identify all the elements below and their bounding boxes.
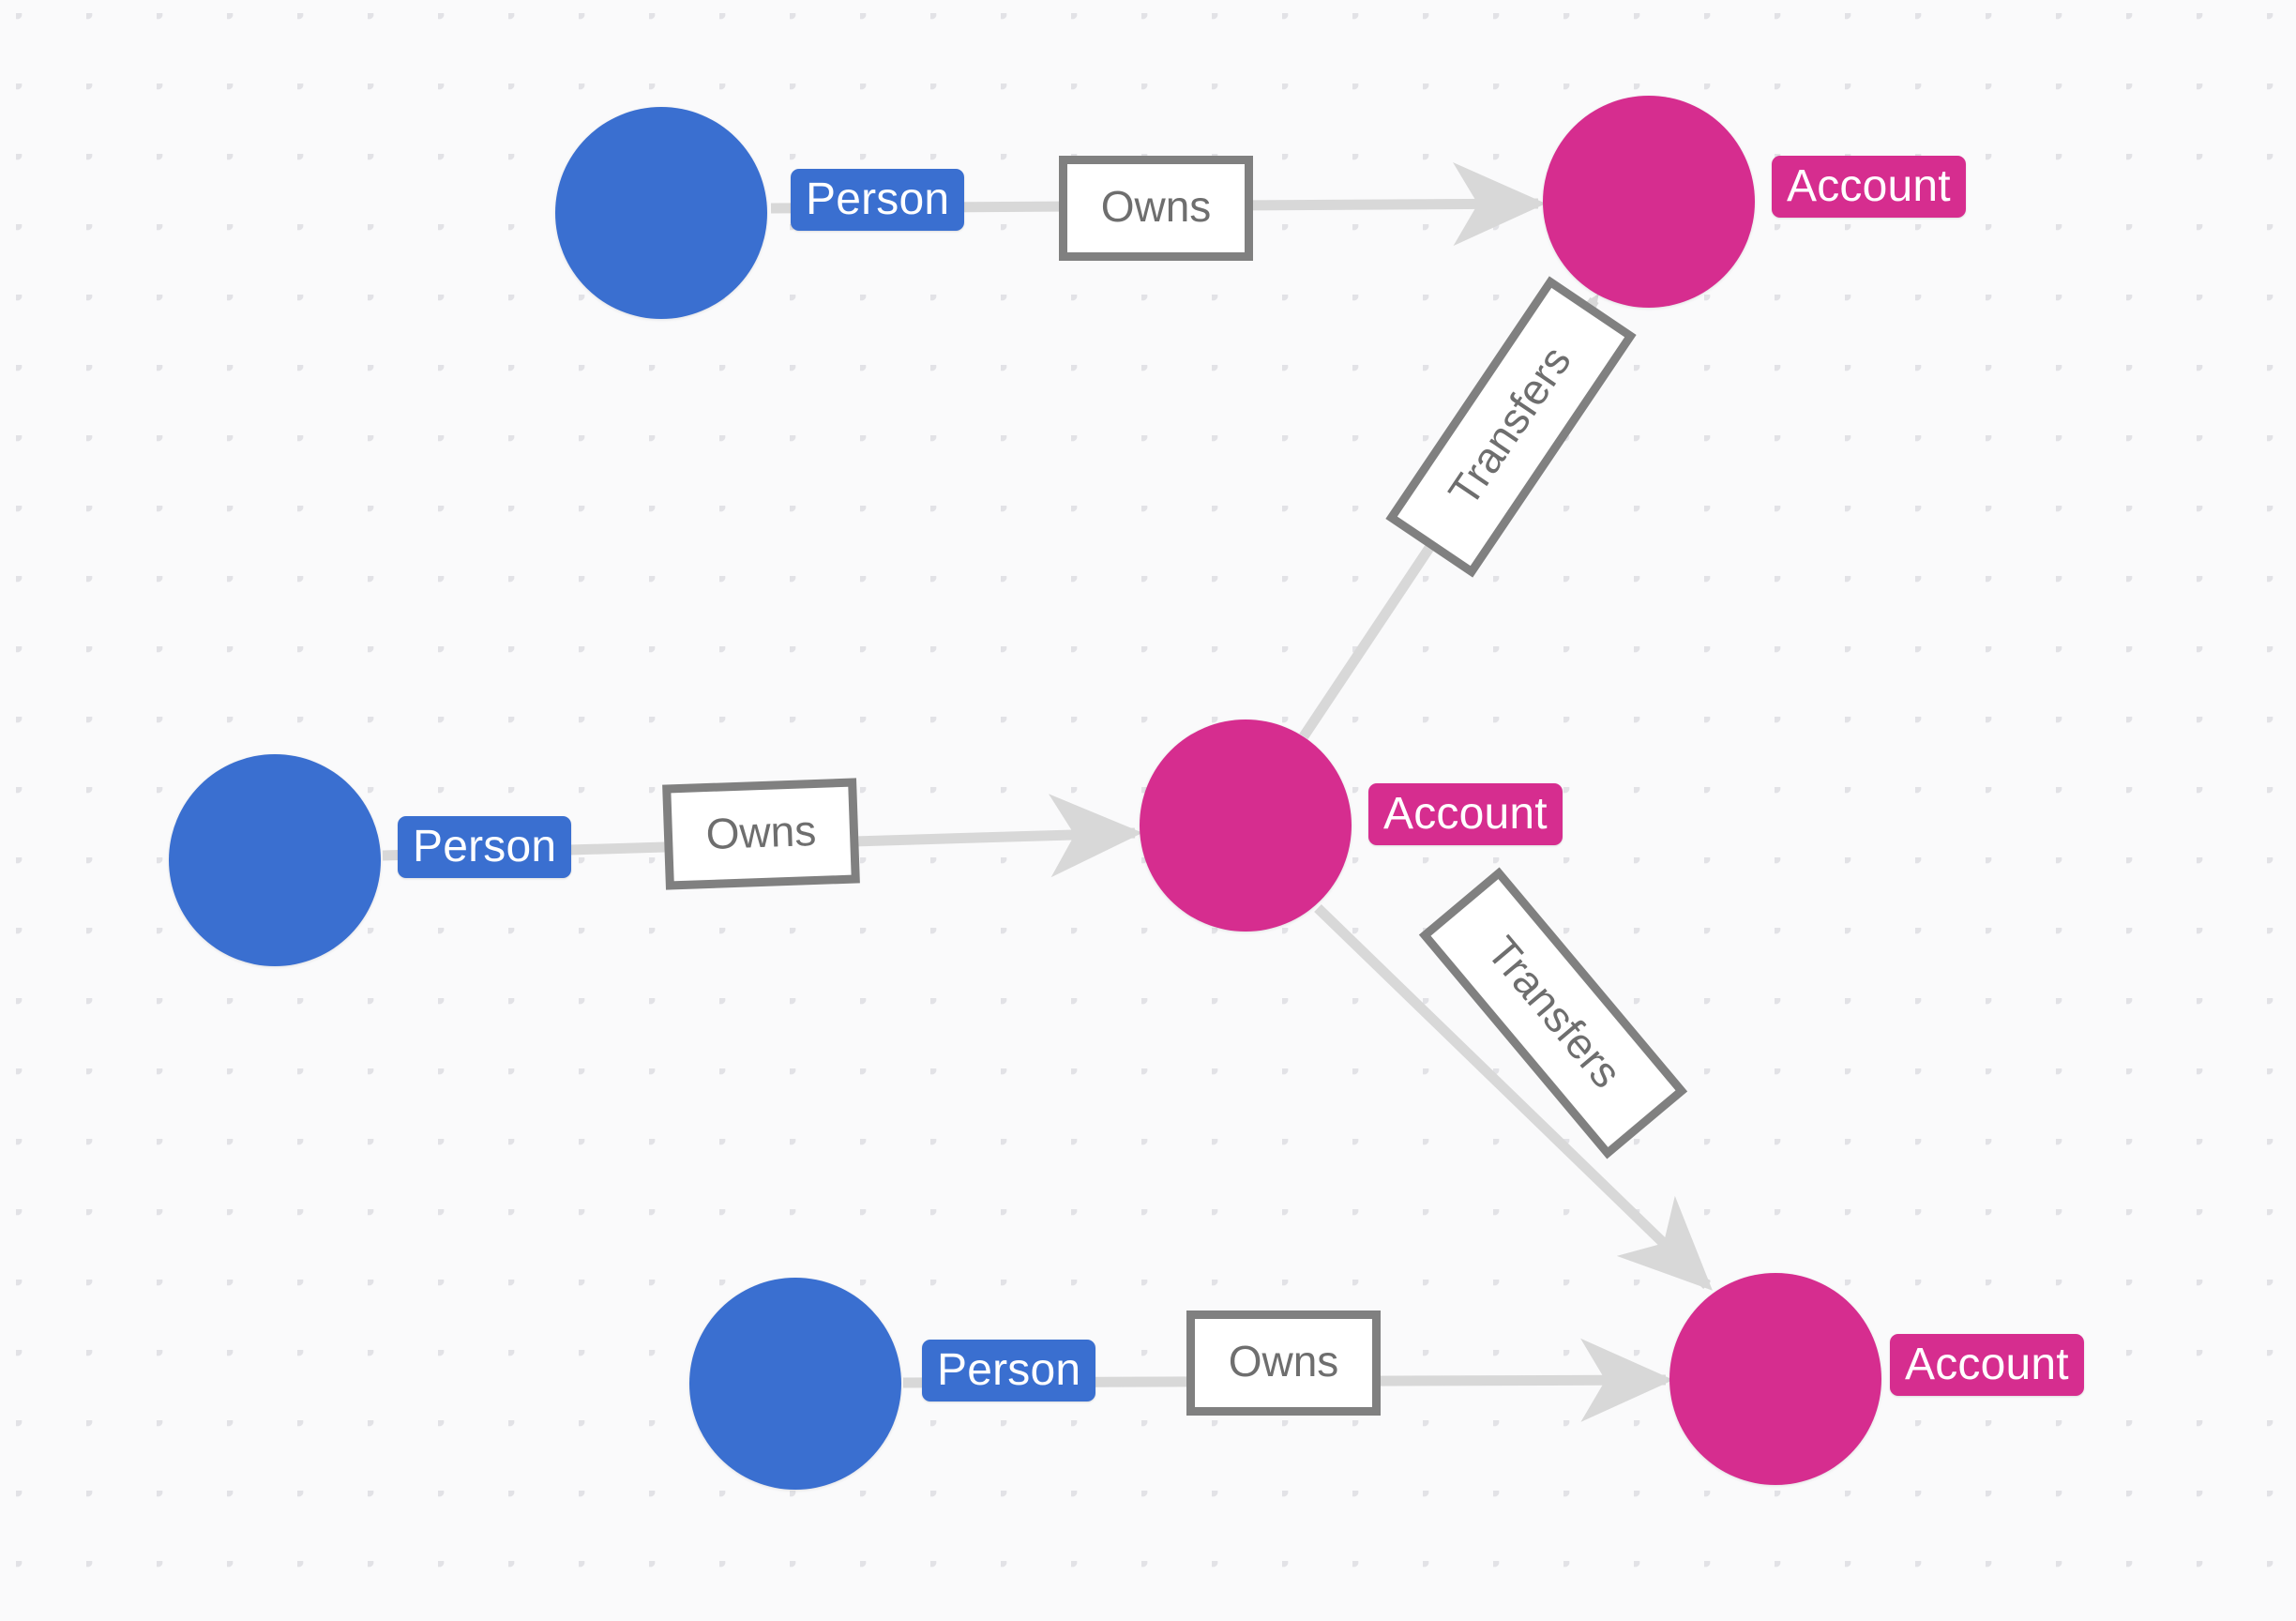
node-label-account-3[interactable]: Account <box>1890 1334 2084 1396</box>
node-label-person-3[interactable]: Person <box>922 1340 1096 1401</box>
node-label-account-1[interactable]: Account <box>1772 156 1966 218</box>
edge-label-owns-3[interactable]: Owns <box>1186 1310 1381 1416</box>
edge-label-owns-2[interactable]: Owns <box>662 778 860 890</box>
edge-line-transfers-2 <box>1314 904 1713 1291</box>
node-label-person-2[interactable]: Person <box>398 816 572 878</box>
node-label-account-2[interactable]: Account <box>1368 783 1563 845</box>
node-person-1[interactable] <box>555 107 767 319</box>
node-account-3[interactable] <box>1669 1273 1881 1485</box>
node-account-2[interactable] <box>1140 720 1352 932</box>
node-account-1[interactable] <box>1543 96 1755 308</box>
node-person-3[interactable] <box>689 1278 901 1490</box>
node-label-person-1[interactable]: Person <box>791 169 965 231</box>
edge-label-owns-1[interactable]: Owns <box>1059 156 1253 261</box>
node-person-2[interactable] <box>169 754 381 966</box>
